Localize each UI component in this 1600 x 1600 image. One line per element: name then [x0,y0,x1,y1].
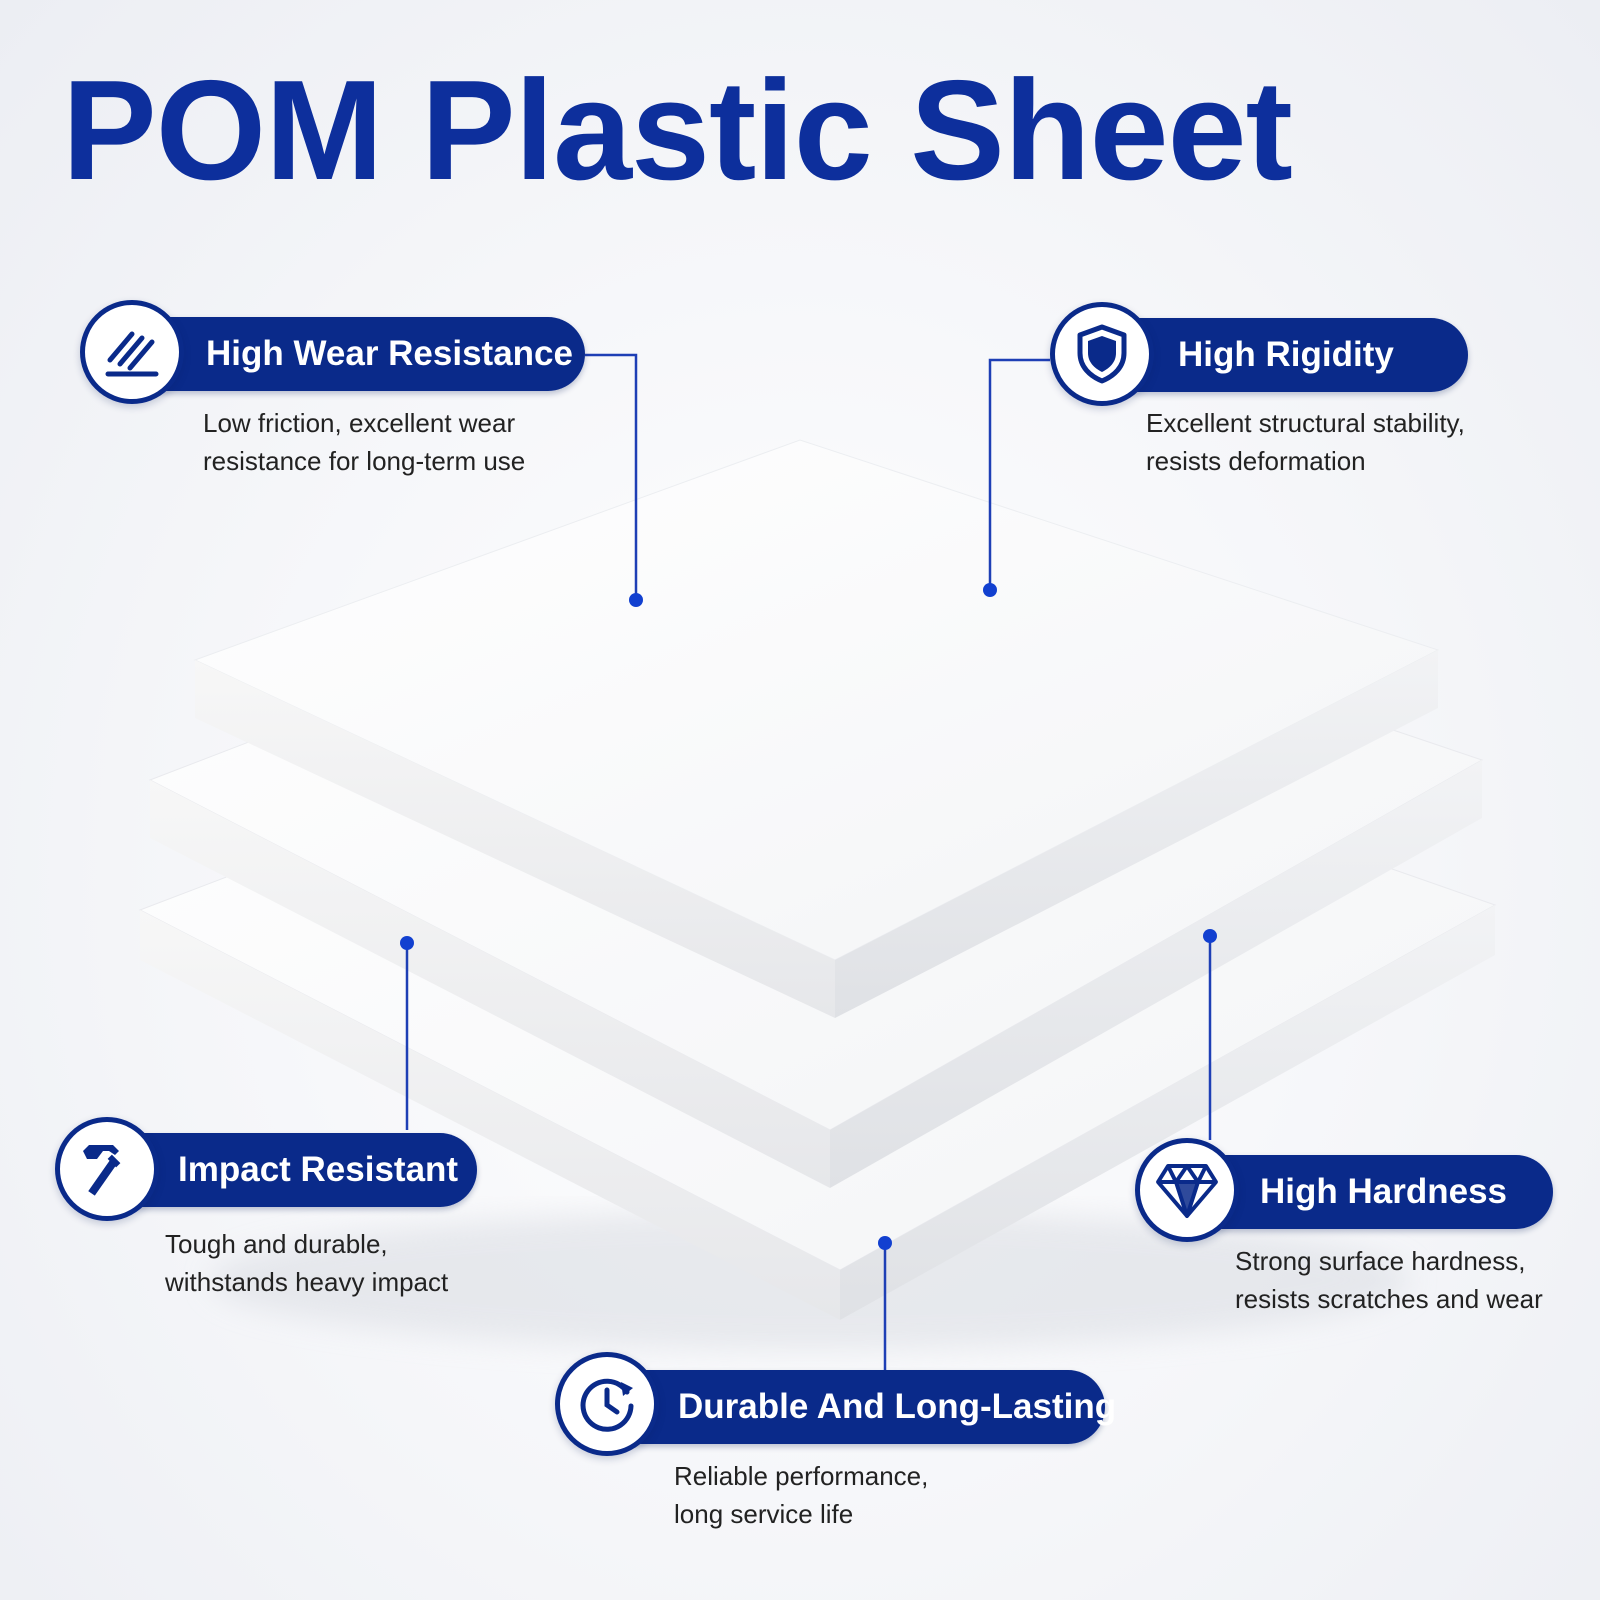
feature-label: High Wear Resistance [130,317,585,391]
feature-description: Excellent structural stability, resists … [1146,408,1465,476]
shield-icon [1050,302,1154,406]
sheet-top [193,439,1440,1018]
feature-label: Durable And Long-Lasting [605,1370,1116,1444]
connector-rigidity [988,358,1050,588]
dot-rigidity [983,583,997,597]
wear-lines-icon [80,300,184,404]
feature-label: High Hardness [1185,1155,1553,1229]
dot-wear [629,593,643,607]
clock-refresh-icon [555,1352,659,1456]
feature-description: Low friction, excellent wear resistance … [203,408,526,476]
dot-durable [878,1236,892,1250]
feature-description: Tough and durable, withstands heavy impa… [165,1229,449,1297]
connector-wear [585,353,638,598]
page-title: POM Plastic Sheet [62,51,1293,210]
diamond-icon [1135,1138,1239,1242]
dot-hardness [1203,929,1217,943]
dot-impact [400,936,414,950]
feature-description: Reliable performance, long service life [674,1461,929,1529]
feature-description: Strong surface hardness, resists scratch… [1235,1246,1543,1314]
feature-label: Impact Resistant [105,1133,477,1207]
feature-label: High Rigidity [1100,318,1468,392]
hammer-icon [55,1117,159,1221]
